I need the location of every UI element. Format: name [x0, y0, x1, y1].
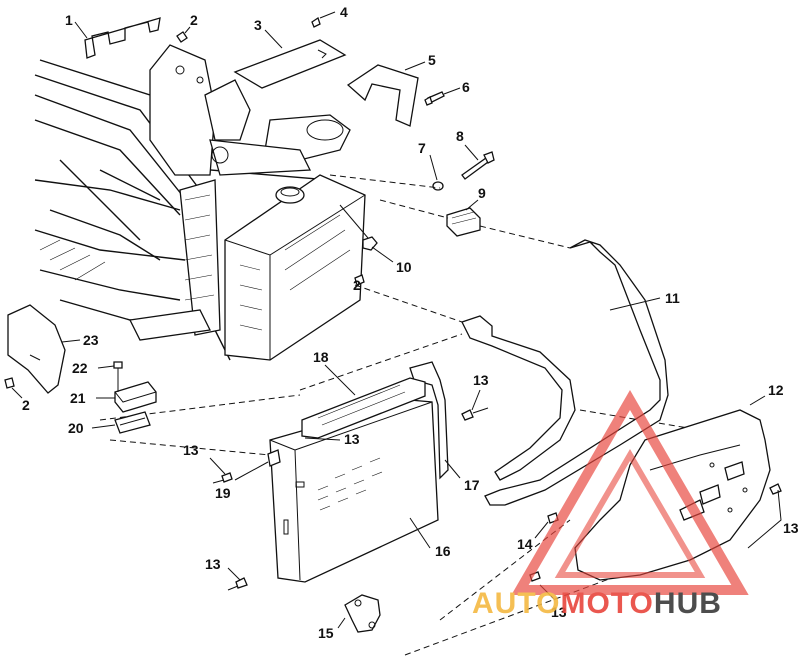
- callout-2-left: 2: [22, 397, 30, 413]
- watermark-hub: HUB: [654, 587, 722, 620]
- part-13-fasteners: 13 13 13 13 13 13: [183, 372, 799, 620]
- part-6-bolt: 6: [424, 79, 470, 106]
- callout-3: 3: [254, 17, 262, 33]
- part-4-clip: 4: [311, 4, 348, 28]
- part-2-fastener-block: 2: [353, 274, 365, 293]
- chassis-frame: [34, 44, 361, 361]
- callout-13-b: 13: [344, 431, 360, 447]
- callout-17: 17: [464, 477, 480, 493]
- watermark-logo: AUTOMOTOHUB: [472, 390, 749, 620]
- callout-4: 4: [340, 4, 348, 20]
- part-10-nut: 10: [339, 204, 412, 275]
- callout-16: 16: [435, 543, 451, 559]
- watermark-moto: MOTO: [560, 587, 653, 620]
- watermark-auto: AUTO: [472, 587, 560, 620]
- callout-9: 9: [478, 185, 486, 201]
- part-22-bolt: 22: [72, 360, 123, 392]
- callout-11: 11: [665, 290, 680, 306]
- callout-15: 15: [318, 625, 334, 641]
- callout-10: 10: [396, 259, 412, 275]
- callout-19: 19: [215, 485, 231, 501]
- part-2-fastener-top: 2: [176, 12, 198, 43]
- part-1-plate: 1: [65, 12, 161, 59]
- part-3-cover-sheet: 3: [233, 17, 347, 89]
- callout-22: 22: [72, 360, 88, 376]
- part-23-mud-flap: 23: [7, 304, 99, 394]
- callout-13-d: 13: [205, 556, 221, 572]
- callout-7: 7: [418, 140, 426, 156]
- callout-2-top: 2: [190, 12, 198, 28]
- part-16-radiator-guard: 16: [269, 399, 451, 583]
- part-18-top-rail: 18: [301, 349, 426, 439]
- callout-13-e: 13: [783, 520, 799, 536]
- callout-13-f: 13: [551, 604, 567, 620]
- part-7-washer: 7: [418, 140, 444, 191]
- part-2-fastener-left: 2: [4, 377, 30, 413]
- part-21-hinge: 21: [70, 381, 157, 413]
- part-19-clip: 19: [215, 449, 281, 501]
- callout-20: 20: [68, 420, 84, 436]
- callout-21: 21: [70, 390, 86, 406]
- callout-6: 6: [462, 79, 470, 95]
- part-20-bracket-plate: 20: [68, 411, 151, 436]
- part-15-mount-bracket: 15: [318, 594, 381, 641]
- part-9-spacer-block: 9: [446, 185, 486, 237]
- cooler-block: [224, 174, 366, 361]
- callout-23: 23: [83, 332, 99, 348]
- callout-18: 18: [313, 349, 329, 365]
- callout-2-block: 2: [353, 277, 361, 293]
- callout-13-a: 13: [473, 372, 489, 388]
- callout-13-c: 13: [183, 442, 199, 458]
- callout-5: 5: [428, 52, 436, 68]
- part-11-bumper-bar: 11: [461, 239, 680, 506]
- callout-14: 14: [517, 536, 533, 552]
- callout-8: 8: [456, 128, 464, 144]
- part-8-long-bolt: 8: [456, 128, 495, 180]
- part-5-bracket: 5: [346, 52, 436, 127]
- svg-text:AUTOMOTOHUB: AUTOMOTOHUB: [472, 587, 722, 620]
- callout-12: 12: [768, 382, 784, 398]
- callout-1: 1: [65, 12, 73, 28]
